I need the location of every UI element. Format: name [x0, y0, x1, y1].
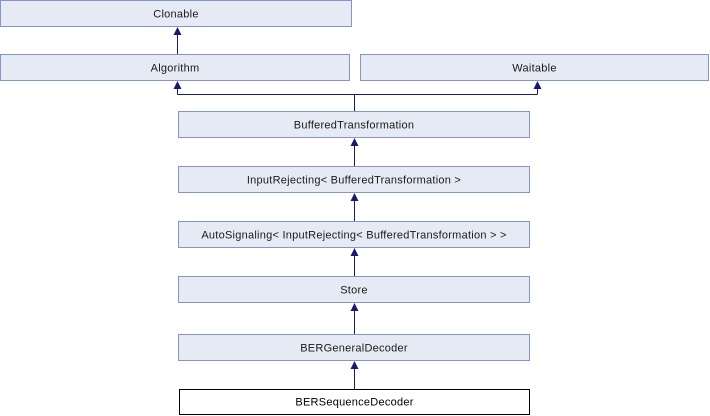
node-inputrejecting[interactable]: InputRejecting< BufferedTransformation > [178, 166, 530, 193]
edge-bersequencedecoder-to-bergeneraldecoder [350, 361, 359, 389]
node-label-bufferedtransformation: BufferedTransformation [294, 119, 414, 131]
node-bersequencedecoder[interactable]: BERSequenceDecoder [178, 388, 531, 416]
node-bufferedtransformation[interactable]: BufferedTransformation [178, 111, 530, 138]
edge-inputrejecting-to-bufferedtransformation [350, 138, 359, 166]
edge-bufferedtransformation-to-parents [173, 81, 542, 111]
edge-algorithm-to-clonable [173, 27, 182, 54]
node-label-waitable: Waitable [512, 62, 556, 74]
edge-autosignaling-to-inputrejecting [350, 193, 359, 221]
node-algorithm[interactable]: Algorithm [0, 54, 350, 81]
node-label-store: Store [340, 284, 368, 296]
edges-layer [173, 27, 542, 389]
node-label-inputrejecting: InputRejecting< BufferedTransformation > [247, 174, 461, 186]
node-label-bergeneraldecoder: BERGeneralDecoder [300, 342, 408, 354]
edge-store-to-autosignaling [350, 248, 359, 276]
node-waitable[interactable]: Waitable [360, 54, 709, 81]
node-label-algorithm: Algorithm [151, 62, 200, 74]
node-label-autosignaling: AutoSignaling< InputRejecting< BufferedT… [201, 229, 506, 241]
node-store[interactable]: Store [178, 276, 530, 303]
edge-bergeneraldecoder-to-store [350, 303, 359, 334]
node-label-bersequencedecoder: BERSequenceDecoder [295, 396, 413, 408]
node-autosignaling[interactable]: AutoSignaling< InputRejecting< BufferedT… [178, 221, 530, 248]
node-clonable[interactable]: Clonable [0, 0, 352, 27]
node-label-clonable: Clonable [153, 8, 198, 20]
node-bergeneraldecoder[interactable]: BERGeneralDecoder [178, 334, 530, 361]
